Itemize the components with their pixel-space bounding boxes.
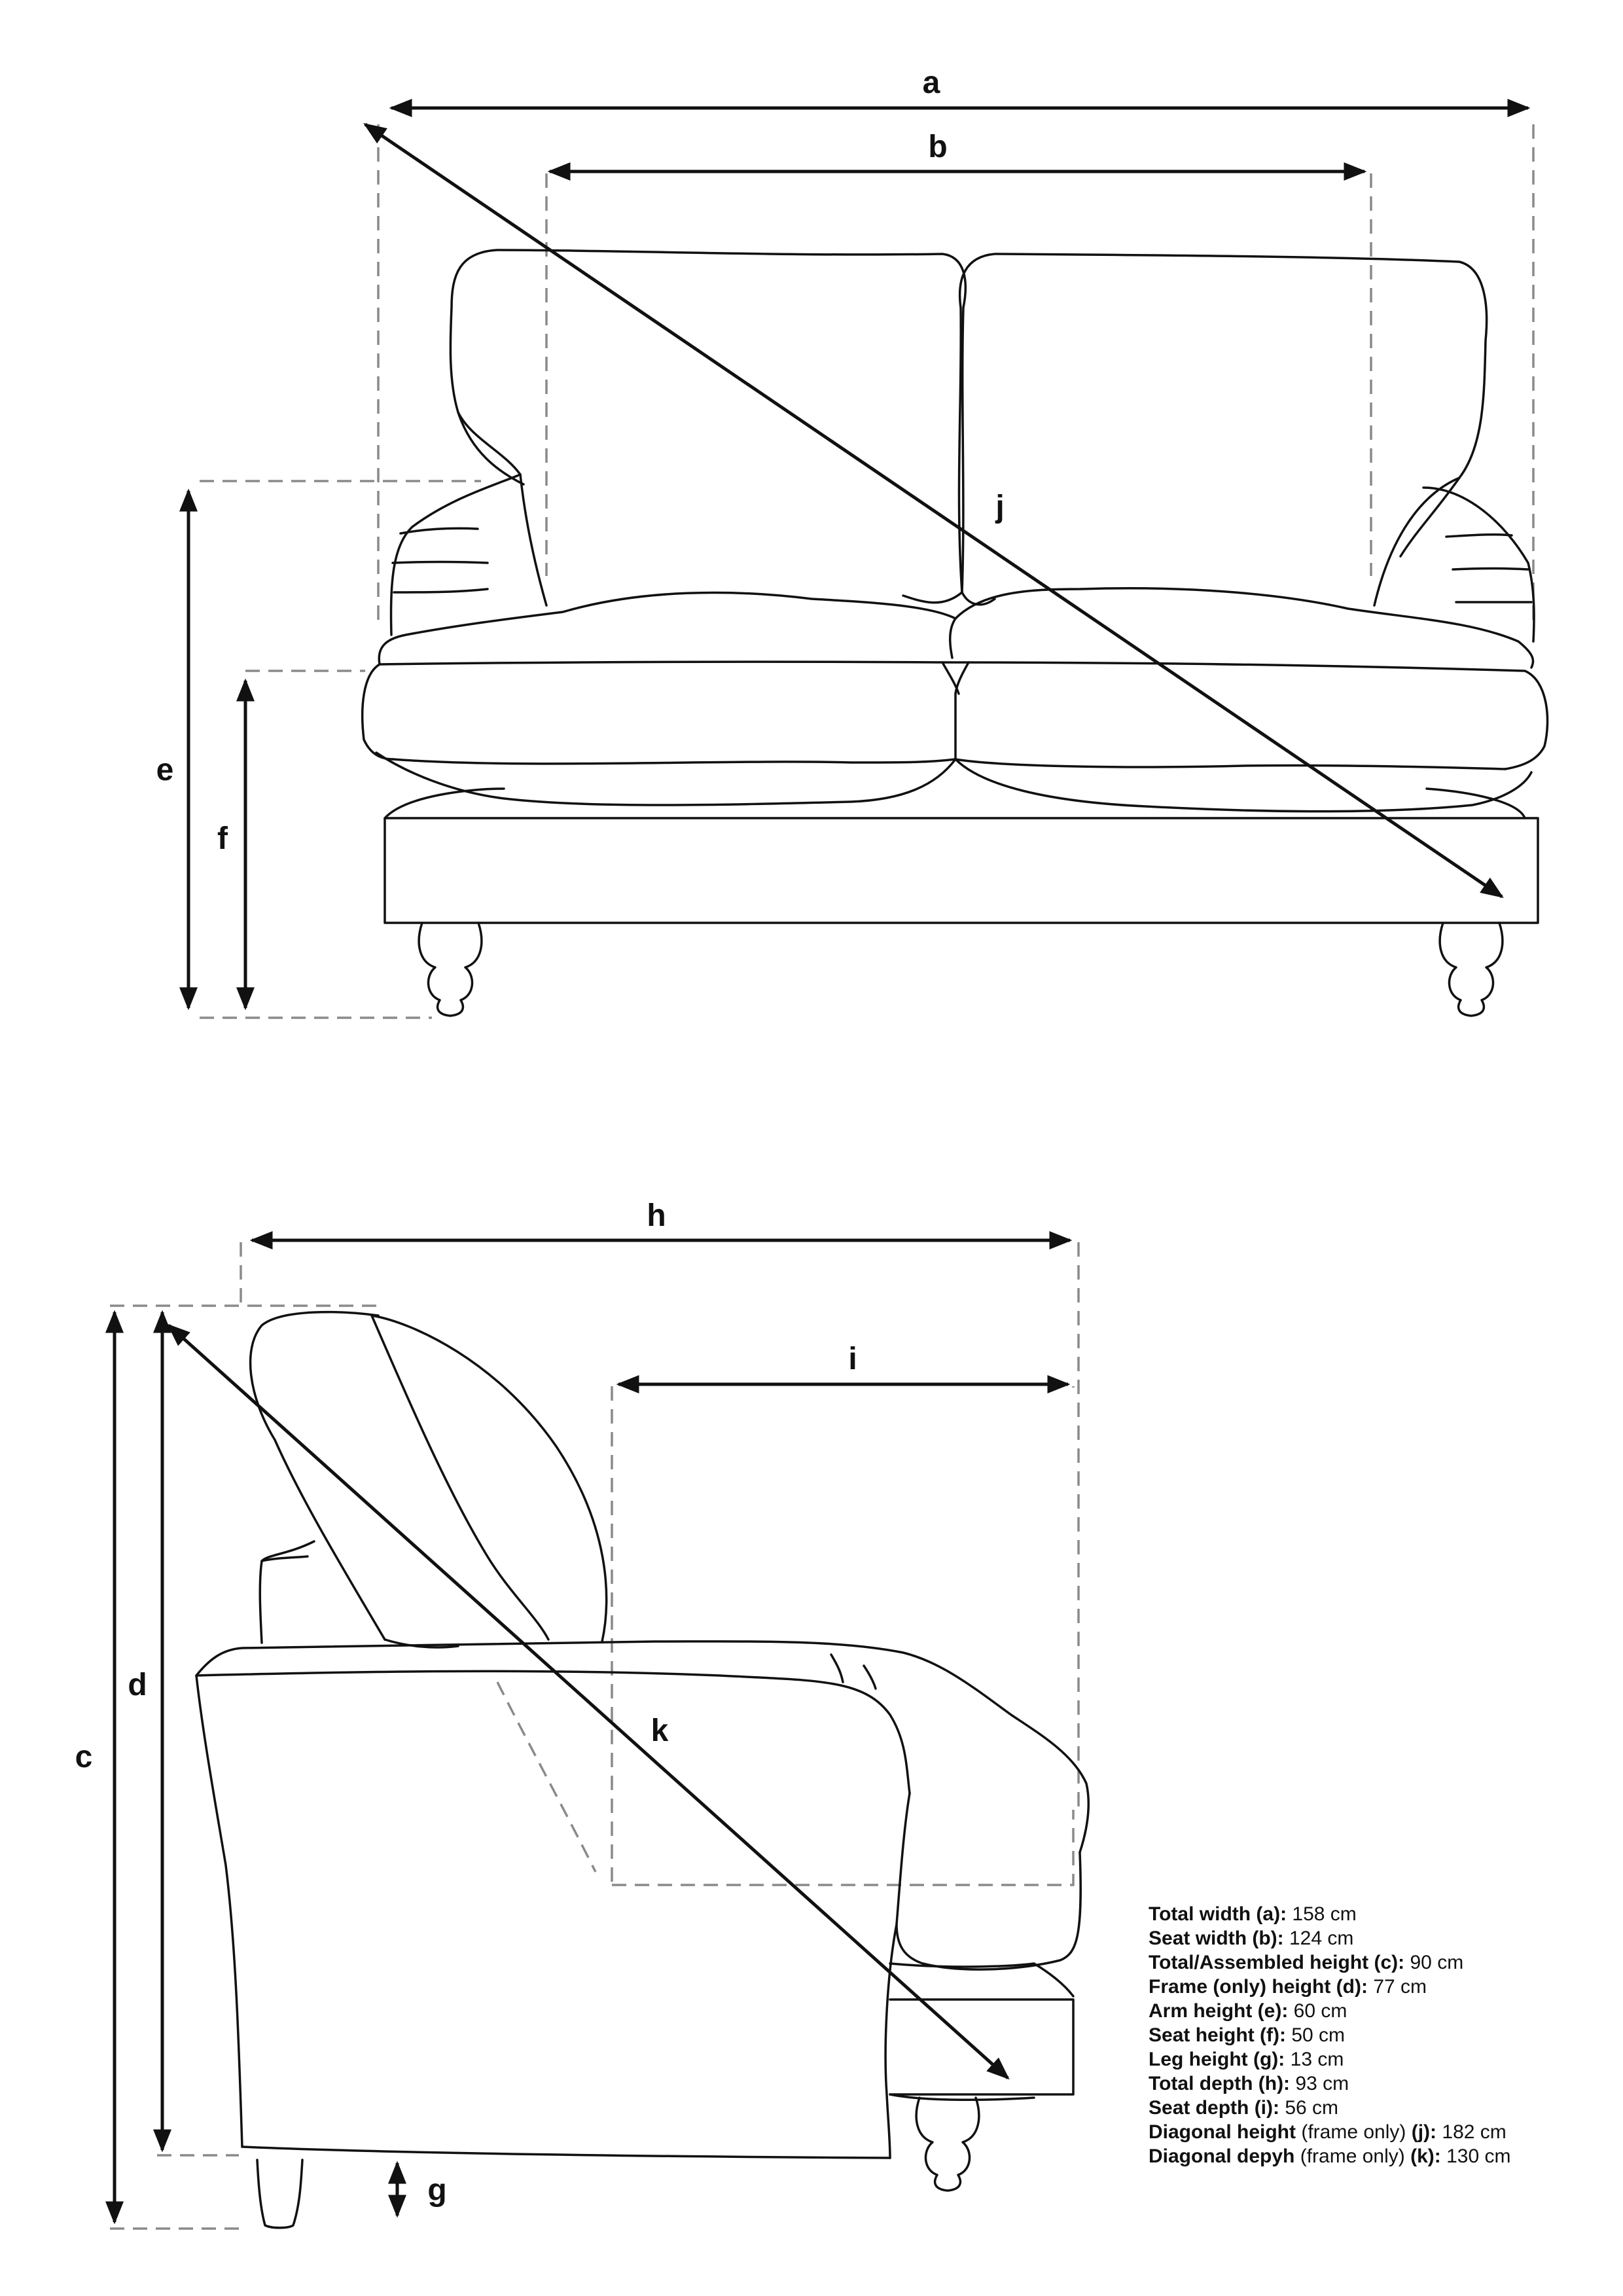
- spec-seat-depth: Seat depth (i): 56 cm: [1149, 2097, 1339, 2119]
- spec-total-width: Total width (a): 158 cm: [1149, 1903, 1357, 1925]
- dimension-spec-list: Total width (a): 158 cm Seat width (b): …: [1149, 1902, 1510, 2168]
- dimension-k-arrow: [167, 1323, 1010, 2080]
- label-j: j: [995, 490, 1004, 524]
- label-c: c: [75, 1740, 93, 1774]
- front-view-sofa: [200, 124, 1549, 1019]
- label-i: i: [848, 1342, 857, 1376]
- label-g: g: [427, 2173, 446, 2208]
- spec-diagonal-depth: Diagonal depyh (frame only) (k): 130 cm: [1149, 2145, 1511, 2167]
- label-d: d: [128, 1668, 147, 1702]
- spec-arm-height: Arm height (e): 60 cm: [1149, 2000, 1347, 2022]
- label-b: b: [928, 130, 947, 164]
- spec-total-depth: Total depth (h): 93 cm: [1149, 2073, 1349, 2094]
- spec-frame-height: Frame (only) height (d): 77 cm: [1149, 1976, 1427, 1998]
- label-e: e: [156, 753, 174, 787]
- label-h: h: [647, 1198, 666, 1233]
- spec-leg-height: Leg height (g): 13 cm: [1149, 2049, 1344, 2070]
- spec-diagonal-height: Diagonal height (frame only) (j): 182 cm: [1149, 2121, 1507, 2143]
- label-a: a: [923, 65, 940, 100]
- side-view-sofa: [110, 1242, 1090, 2230]
- spec-seat-width: Seat width (b): 124 cm: [1149, 1928, 1354, 1949]
- label-f: f: [217, 821, 228, 856]
- spec-seat-height: Seat height (f): 50 cm: [1149, 2024, 1346, 2046]
- label-k: k: [651, 1713, 669, 1748]
- dimension-j-arrow: [363, 122, 1504, 899]
- spec-total-height: Total/Assembled height (c): 90 cm: [1149, 1952, 1464, 1973]
